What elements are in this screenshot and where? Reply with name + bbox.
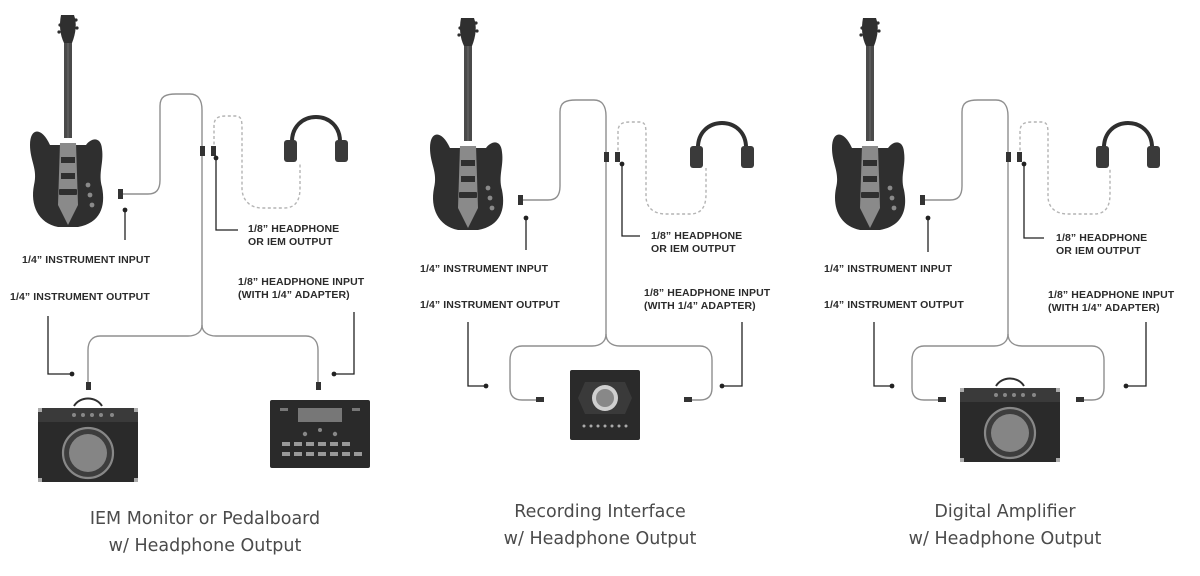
label-headphone-input-1: 1/8” HEADPHONE INPUT xyxy=(1048,289,1175,301)
label-headphone-input-1: 1/8” HEADPHONE INPUT xyxy=(644,287,771,299)
headphones-icon xyxy=(688,121,756,170)
panel-2: 1/4” INSTRUMENT INPUT 1/4” INSTRUMENT OU… xyxy=(420,17,771,549)
label-headphone-output-1: 1/8” HEADPHONE xyxy=(651,230,742,242)
caption-line2: w/ Headphone Output xyxy=(109,536,302,556)
guitar-icon xyxy=(429,17,504,231)
headphone-cable xyxy=(617,121,707,215)
guitar-icon xyxy=(29,14,104,228)
caption-line2: w/ Headphone Output xyxy=(504,529,697,549)
amplifier-icon xyxy=(36,397,140,484)
recording-interface-icon xyxy=(570,370,640,440)
label-headphone-input-2: (WITH 1/4” ADAPTER) xyxy=(644,300,756,312)
guitar-cable xyxy=(509,99,607,401)
caption-line1: Recording Interface xyxy=(514,502,685,522)
caption-line1: Digital Amplifier xyxy=(934,502,1076,522)
amplifier-icon xyxy=(958,377,1062,464)
label-headphone-output-2: OR IEM OUTPUT xyxy=(651,243,736,255)
label-headphone-input-1: 1/8” HEADPHONE INPUT xyxy=(238,276,365,288)
label-headphone-output-2: OR IEM OUTPUT xyxy=(248,236,333,248)
pedalboard-icon xyxy=(270,400,370,468)
label-instrument-input: 1/4” INSTRUMENT INPUT xyxy=(22,254,151,266)
label-instrument-output: 1/4” INSTRUMENT OUTPUT xyxy=(420,299,560,311)
label-headphone-input-2: (WITH 1/4” ADAPTER) xyxy=(238,289,350,301)
label-headphone-output-1: 1/8” HEADPHONE xyxy=(248,223,339,235)
label-headphone-output-2: OR IEM OUTPUT xyxy=(1056,245,1141,257)
headphone-cable xyxy=(213,115,301,209)
guitar-cable xyxy=(87,93,203,384)
label-headphone-input-2: (WITH 1/4” ADAPTER) xyxy=(1048,302,1160,314)
guitar-cable xyxy=(911,99,1009,401)
label-headphone-output-1: 1/8” HEADPHONE xyxy=(1056,232,1147,244)
panel-3: 1/4” INSTRUMENT INPUT 1/4” INSTRUMENT OU… xyxy=(824,17,1175,549)
headphones-icon xyxy=(1094,121,1162,170)
panel-1: 1/4” INSTRUMENT INPUT 1/4” INSTRUMENT OU… xyxy=(10,14,370,556)
caption-line1: IEM Monitor or Pedalboard xyxy=(90,509,320,529)
label-instrument-input: 1/4” INSTRUMENT INPUT xyxy=(420,263,549,275)
label-instrument-input: 1/4” INSTRUMENT INPUT xyxy=(824,263,953,275)
label-instrument-output: 1/4” INSTRUMENT OUTPUT xyxy=(10,291,150,303)
headphone-cable xyxy=(1019,121,1111,215)
headphones-icon xyxy=(282,115,350,164)
guitar-icon xyxy=(831,17,906,231)
caption-line2: w/ Headphone Output xyxy=(909,529,1102,549)
label-instrument-output: 1/4” INSTRUMENT OUTPUT xyxy=(824,299,964,311)
